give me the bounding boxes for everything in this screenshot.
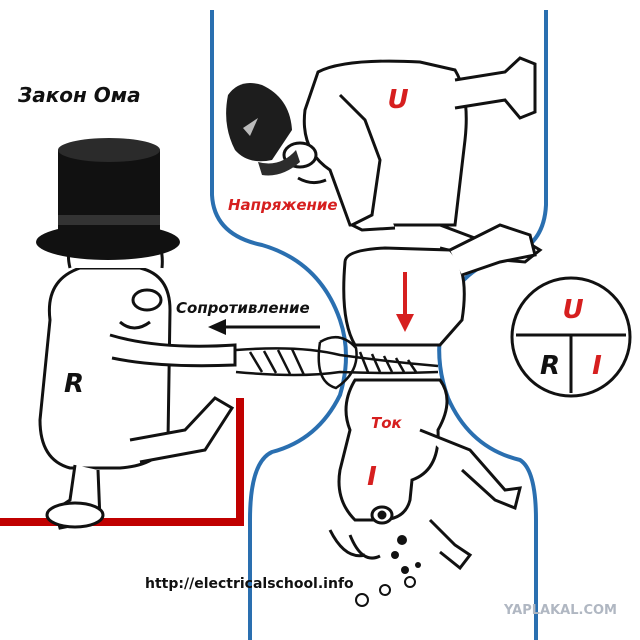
conductor-left-wall: [210, 10, 348, 640]
cap-visor: [258, 150, 300, 176]
r-letter: R: [64, 369, 84, 399]
r-leg-front: [129, 396, 235, 464]
i-leg: [449, 223, 537, 277]
r-character: [38, 224, 237, 530]
u-letter: U: [387, 85, 408, 115]
i-arm-left: [428, 518, 473, 571]
i-pupil: [377, 510, 387, 520]
formula-bottom-right: I: [592, 351, 602, 381]
r-arm: [109, 333, 237, 368]
r-shoe: [45, 501, 105, 529]
i-character: [328, 223, 537, 571]
r-nose: [131, 288, 163, 312]
i-hair: [328, 529, 381, 560]
resistance-label: Сопротивление: [176, 299, 310, 317]
u-leg-top: [454, 56, 537, 120]
u-mouth: [297, 176, 327, 185]
r-mouth: [119, 320, 151, 330]
resistance-coil: [235, 335, 439, 390]
cap-logo: [243, 118, 258, 136]
formula-top: U: [562, 295, 583, 325]
source-url: http://electricalschool.info: [145, 576, 354, 592]
i-arm-right: [419, 428, 522, 511]
resistance-arrow: [208, 319, 320, 335]
sweat-drops: [355, 535, 421, 607]
baseball-cap: [226, 82, 300, 176]
i-body-bottom: [337, 378, 449, 522]
hat-band: [58, 215, 160, 225]
u-arm: [338, 93, 396, 232]
current-arrow: [396, 272, 414, 332]
i-letter: I: [367, 462, 377, 492]
ohms-law-formula: U R I: [510, 276, 632, 398]
title: Закон Ома: [17, 83, 141, 107]
cap-crown: [226, 82, 292, 162]
current-label: Ток: [371, 414, 403, 432]
voltage-label: Напряжение: [228, 196, 338, 214]
formula-bottom-left: R: [540, 351, 560, 381]
hat-top: [58, 138, 160, 162]
watermark: YAPLAKAL.COM: [503, 603, 617, 618]
top-hat: [36, 138, 180, 260]
